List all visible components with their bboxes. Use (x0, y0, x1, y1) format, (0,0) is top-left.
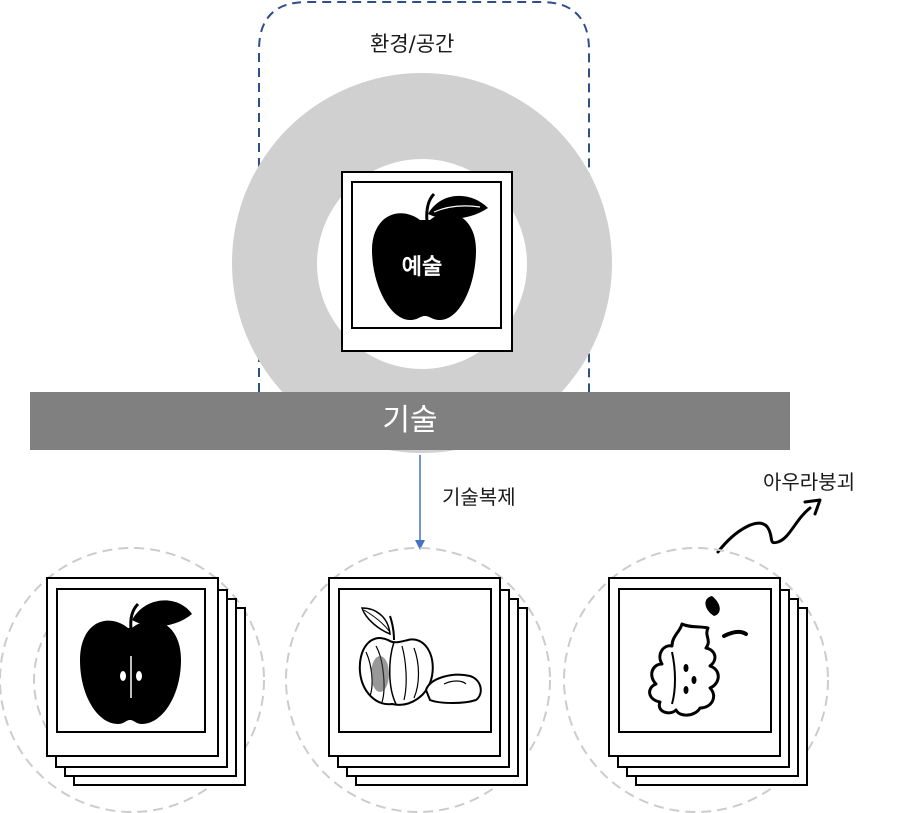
aura-collapse-arrow (716, 498, 822, 554)
apple-icon (372, 192, 488, 320)
copy-stack-1 (0, 547, 265, 813)
technology-label: 기술 (382, 403, 438, 438)
reproduction-label: 기술복제 (442, 485, 516, 509)
whole-apple-icon (80, 600, 192, 724)
environment-frame (258, 1, 590, 392)
technology-bar: 기술 (30, 392, 790, 450)
art-label: 예술 (401, 255, 443, 280)
aura-ring (232, 73, 613, 453)
environment-label: 환경/공간 (370, 32, 455, 56)
sketched-cut-apple-icon (358, 607, 482, 706)
copy-stack-2 (285, 547, 551, 813)
original-artwork (341, 171, 513, 352)
copy-stack-3 (563, 547, 829, 813)
apple-core-icon (648, 596, 748, 717)
aura-collapse-label: 아우라붕괴 (763, 470, 855, 494)
